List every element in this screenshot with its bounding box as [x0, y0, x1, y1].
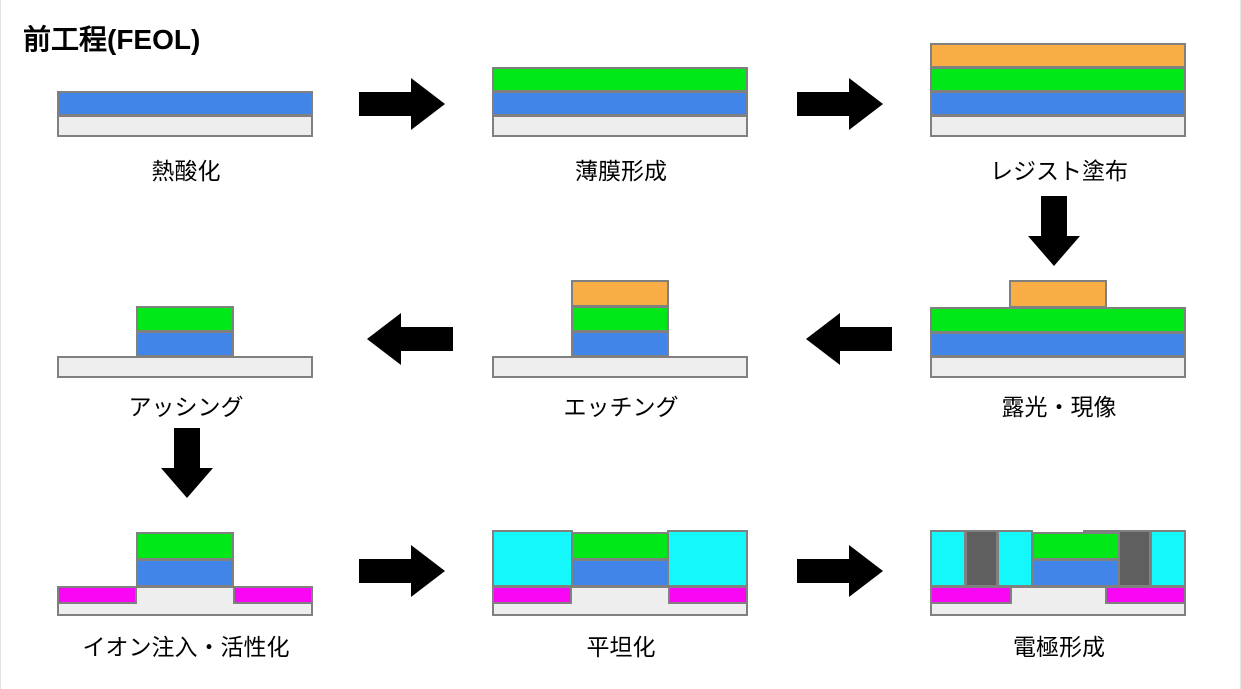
layer-oxide-patterned	[136, 331, 234, 357]
step-ashing: アッシング	[21, 272, 351, 420]
stage-ashing	[21, 272, 351, 392]
step-resist-coating: レジスト塗布	[894, 43, 1224, 184]
layer-ild-right	[667, 530, 748, 587]
layer-oxide-patterned	[136, 559, 234, 587]
layer-oxide	[492, 91, 748, 116]
step-exposure-development: 露光・現像	[894, 272, 1224, 420]
step-thin-film-deposition: 薄膜形成	[456, 60, 786, 184]
arrow-left-icon	[367, 313, 453, 365]
layer-oxide-patterned	[571, 331, 669, 357]
layer-photoresist-patterned	[1009, 280, 1107, 308]
layer-ild-far-left	[930, 530, 966, 587]
arrow-right-icon	[797, 545, 883, 597]
step-label-ashing: アッシング	[128, 394, 244, 420]
step-planarization: 平坦化	[456, 512, 786, 660]
layer-thin-film-patterned	[1032, 532, 1120, 560]
step-electrode-formation: 電極形成	[894, 512, 1224, 660]
step-ion-implantation-activation: イオン注入・活性化	[21, 512, 351, 660]
layer-thin-film	[930, 67, 1186, 92]
layer-thin-film-patterned	[136, 532, 234, 560]
layer-ild-inner-left	[997, 530, 1033, 587]
step-label-etching: エッチング	[563, 394, 679, 420]
stage-thermal-oxidation	[21, 60, 351, 180]
arrow-right-icon	[359, 78, 445, 130]
layer-thin-film-patterned	[571, 532, 669, 560]
layer-electrode-plug-left	[965, 530, 998, 587]
stage-resist-coating	[894, 43, 1224, 180]
layer-photoresist-patterned	[571, 280, 669, 307]
layer-substrate	[57, 356, 313, 378]
layer-implant-left	[930, 586, 1012, 604]
layer-thin-film-patterned	[136, 306, 234, 332]
layer-implant-right	[668, 586, 748, 604]
page-title: 前工程(FEOL)	[23, 24, 201, 55]
layer-oxide	[930, 332, 1186, 357]
stage-thin-film-deposition	[456, 60, 786, 180]
step-label-ion-implantation-activation: イオン注入・活性化	[82, 634, 290, 660]
stage-planarization	[456, 512, 786, 632]
step-etching: エッチング	[456, 272, 786, 420]
layer-thin-film	[492, 67, 748, 92]
stage-electrode-formation	[894, 512, 1224, 632]
stage-ion-implantation-activation	[21, 512, 351, 632]
step-label-exposure-development: 露光・現像	[1001, 394, 1117, 420]
layer-photoresist	[930, 43, 1186, 68]
layer-implant-right	[1105, 586, 1186, 604]
layer-substrate	[492, 115, 748, 137]
layer-oxide	[930, 91, 1186, 116]
layer-thin-film-patterned	[571, 306, 669, 332]
layer-thin-film	[930, 307, 1186, 333]
arrow-left-icon	[806, 313, 892, 365]
layer-substrate	[930, 356, 1186, 378]
layer-ild-left	[492, 530, 573, 587]
layer-implant-left	[57, 586, 137, 604]
step-label-thermal-oxidation: 熱酸化	[151, 158, 221, 184]
arrow-down-icon	[1028, 196, 1080, 266]
layer-oxide-patterned	[571, 559, 669, 587]
layer-substrate	[492, 356, 748, 378]
stage-exposure-development	[894, 272, 1224, 392]
layer-electrode-plug-right	[1118, 530, 1151, 587]
layer-substrate	[57, 115, 313, 137]
layer-oxide-patterned	[1032, 559, 1120, 587]
step-label-planarization: 平坦化	[586, 634, 656, 660]
layer-ild-far-right	[1150, 530, 1186, 587]
layer-oxide	[57, 91, 313, 116]
arrow-down-icon	[161, 428, 213, 498]
step-label-thin-film-deposition: 薄膜形成	[575, 158, 667, 184]
arrow-right-icon	[797, 78, 883, 130]
layer-implant-right	[233, 586, 313, 604]
arrow-right-icon	[359, 545, 445, 597]
step-label-resist-coating: レジスト塗布	[990, 158, 1128, 184]
step-label-electrode-formation: 電極形成	[1013, 634, 1105, 660]
step-thermal-oxidation: 熱酸化	[21, 60, 351, 184]
layer-substrate	[930, 115, 1186, 137]
layer-implant-left	[492, 586, 572, 604]
stage-etching	[456, 272, 786, 392]
